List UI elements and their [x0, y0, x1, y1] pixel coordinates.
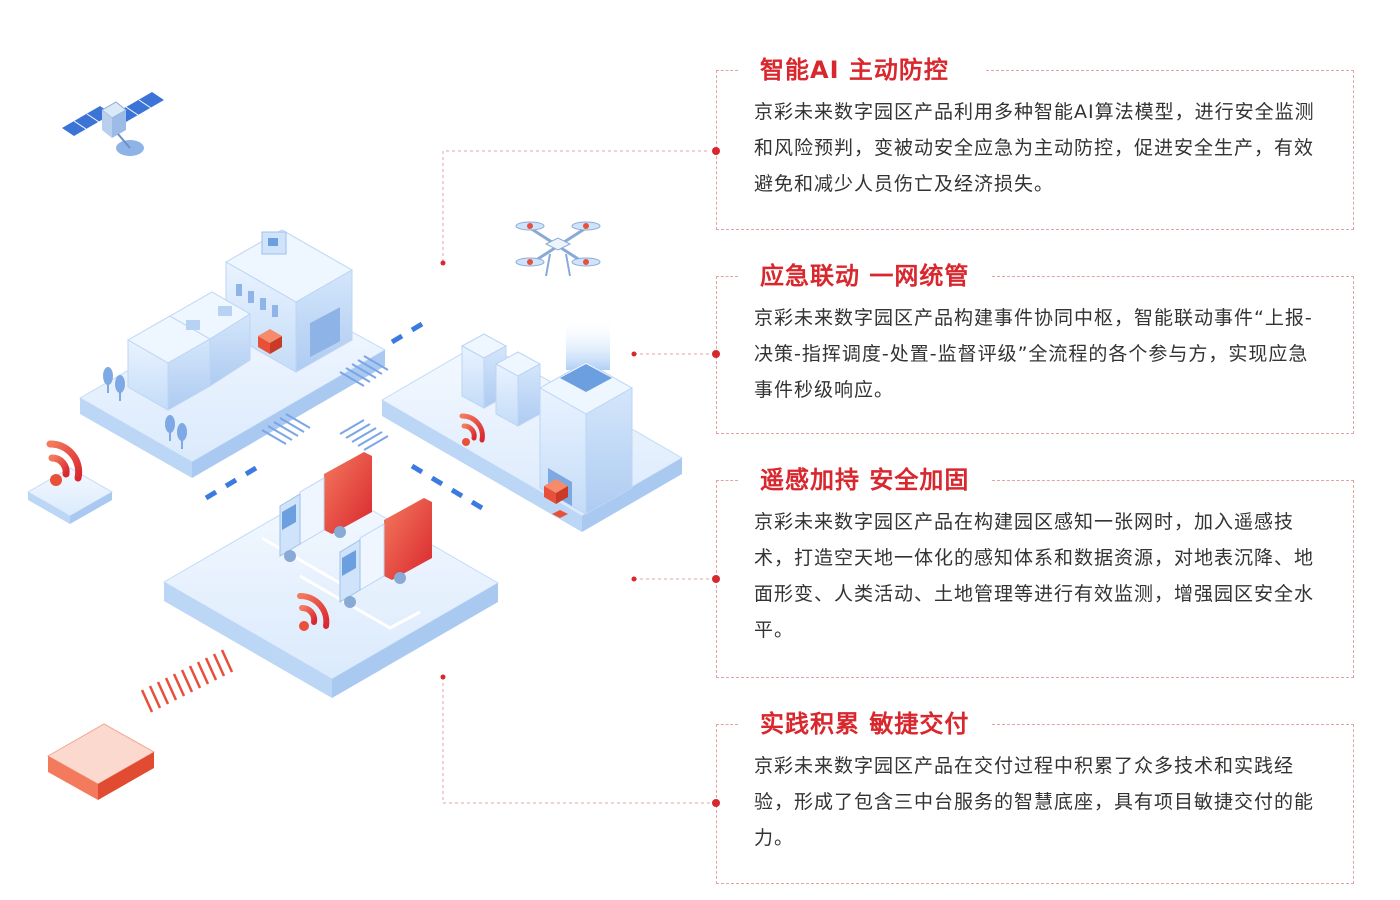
card-anchor-dot [712, 350, 720, 358]
park-illustration: AI [0, 92, 710, 804]
wifi-signal-icon [26, 440, 114, 524]
card-title: 遥感加持 安全加固 [754, 465, 976, 495]
ai-chip-icon: AI [0, 701, 156, 800]
truck-icon [279, 452, 372, 562]
card-anchor-dot [712, 575, 720, 583]
card-agile-delivery: 实践积累 敏捷交付 京彩未来数字园区产品在交付过程中积累了众多技术和实践经验，形… [712, 709, 1354, 884]
card-text: 京彩未来数字园区产品利用多种智能AI算法模型，进行安全监测和风险预判，变被动安全… [754, 101, 1315, 195]
card-title: 应急联动 一网统管 [754, 261, 976, 291]
platform-logistics [163, 485, 499, 698]
cargo-boxes [258, 329, 282, 354]
signal-stripes [140, 649, 234, 713]
card-anchor-dot [712, 147, 720, 155]
card-title: 实践积累 敏捷交付 [754, 709, 976, 739]
building-icon [224, 229, 354, 373]
connector-dots [440, 260, 637, 680]
road-markings [204, 321, 484, 511]
card-remote-sensing: 遥感加持 安全加固 京彩未来数字园区产品在构建园区感知一张网时，加入遥感技术，打… [712, 465, 1354, 678]
satellite-icon [62, 92, 164, 156]
card-emergency-linkage: 应急联动 一网统管 京彩未来数字园区产品构建事件协同中枢，智能联动事件“上报-决… [712, 261, 1354, 434]
card-anchor-dot [712, 799, 720, 807]
card-title: 智能AI 主动防控 [754, 55, 955, 85]
wifi-signal-icon-3 [297, 592, 330, 631]
wifi-signal-icon-2 [459, 413, 485, 446]
tower-icon [538, 318, 634, 518]
ai-chip-label: AI [0, 701, 4, 762]
drone-icon [515, 221, 601, 277]
card-ai-prevention: 智能AI 主动防控 京彩未来数字园区产品利用多种智能AI算法模型，进行安全监测和… [712, 55, 1354, 230]
card-text: 京彩未来数字园区产品在构建园区感知一张网时，加入遥感技术，打造空天地一体化的感知… [754, 511, 1315, 641]
warehouse-blocks [126, 291, 251, 411]
card-text: 京彩未来数字园区产品构建事件协同中枢，智能联动事件“上报-决策-指挥调度-处置-… [754, 307, 1313, 401]
office-buildings [460, 333, 542, 427]
connector-lines [442, 150, 710, 804]
truck-icon-2 [339, 498, 432, 608]
card-text: 京彩未来数字园区产品在交付过程中积累了众多技术和实践经验，形成了包含三中台服务的… [754, 755, 1315, 849]
